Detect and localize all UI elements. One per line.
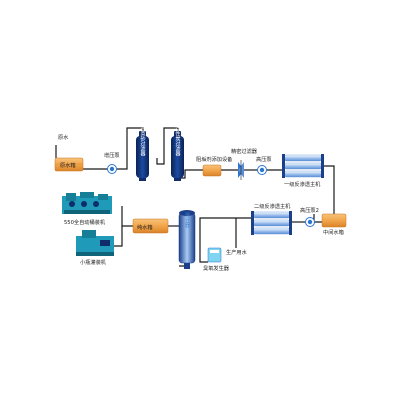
pipe-puretank-to-bottle (114, 226, 123, 247)
pipe-puretank-to-barrel (121, 206, 133, 227)
scale-inhibitor-device (202, 164, 222, 177)
pipes (55, 127, 335, 267)
label-raw-water: 原水 (58, 133, 69, 141)
booster-pump-icon (107, 164, 117, 174)
label-high-pressure-pump-1: 高压泵 (256, 155, 272, 163)
pipe-intermediate-to-hp2 (313, 214, 322, 223)
label-booster-pump: 增压泵 (104, 151, 120, 159)
pure-water-tank (132, 218, 169, 234)
raw-tank (54, 157, 84, 172)
label-barrel-filling-machine: 550全自动桶装机 (64, 218, 106, 226)
label-activated-carbon-filter: 活性炭过滤器 (175, 125, 181, 157)
label-primary-ro: 一级反渗透主机 (284, 180, 321, 188)
label-scale-inhibitor: 阻垢剂添加设备 (196, 155, 233, 163)
label-small-bottle-filling-machine: 小瓶灌装机 (80, 258, 107, 266)
pipe-ro1-to-intermediate (322, 165, 335, 214)
pipe-ro2-to-mixer (199, 217, 253, 248)
ozone-generator (207, 247, 222, 263)
label-precision-filter: 精密过滤器 (231, 147, 258, 155)
small-bottle-filling-machine (76, 230, 114, 256)
quartz-sand-filter (136, 131, 149, 181)
label-production-water: 生产用水 (226, 248, 248, 256)
label-mixer: 混合器 (184, 212, 190, 229)
label-secondary-ro: 二级反渗透主机 (254, 202, 291, 210)
secondary-ro-unit (251, 211, 292, 235)
precision-filter-icon (238, 160, 244, 180)
high-pressure-pump-2-icon (305, 217, 315, 227)
label-high-pressure-pump-2: 高压泵2 (300, 206, 319, 214)
pipe-ozone-to-mixer (199, 248, 208, 263)
label-quartz-sand-filter: 石英砂过滤器 (140, 126, 146, 157)
primary-ro-unit (282, 154, 324, 178)
barrel-filling-machine (62, 192, 112, 214)
pipe-quartz-to-carbon (156, 127, 179, 165)
label-pure-water-tank: 纯水箱 (137, 223, 153, 231)
label-raw-tank: 原水箱 (60, 161, 76, 169)
label-intermediate-tank: 中间水箱 (323, 228, 344, 236)
mixer-column (178, 210, 196, 269)
high-pressure-pump-icon (257, 165, 267, 175)
activated-carbon-filter (171, 131, 184, 181)
label-ozone-generator: 臭氧发生器 (203, 264, 230, 272)
intermediate-tank (321, 213, 347, 228)
pipe-booster-to-quartz (117, 127, 144, 170)
